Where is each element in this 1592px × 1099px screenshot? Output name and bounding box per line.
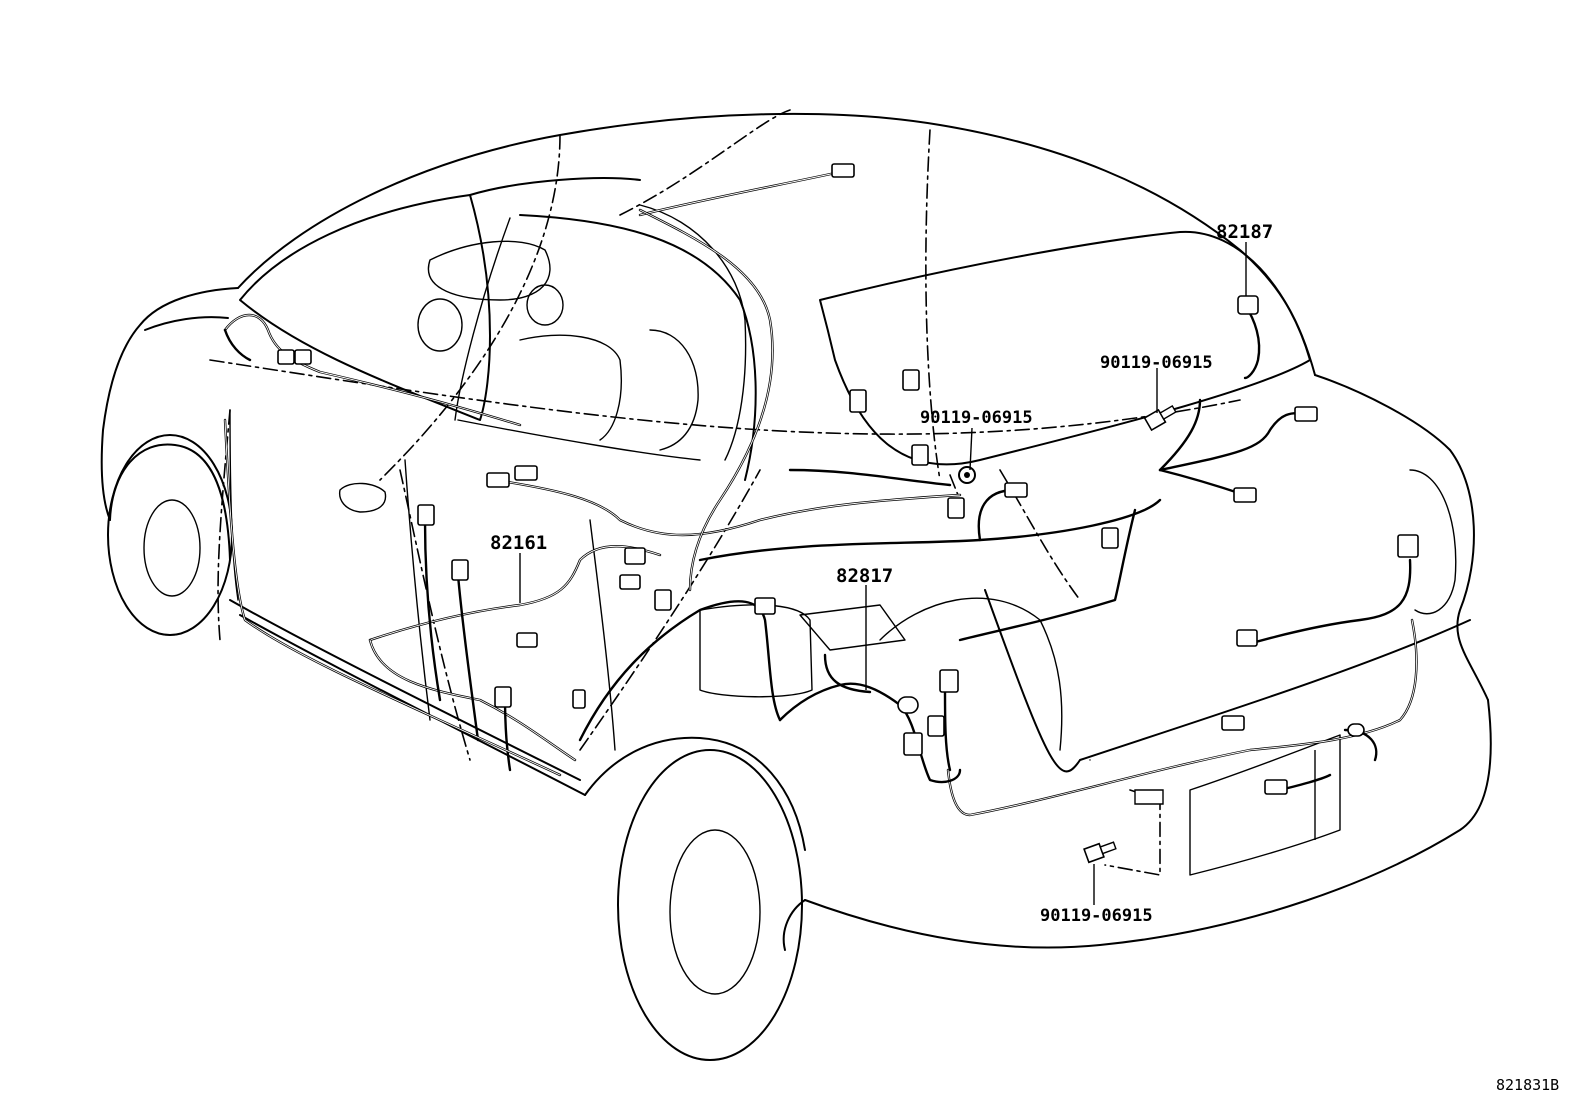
bracket-icon [1134,789,1164,805]
leader-lines [519,242,1316,905]
center-connector-a [486,472,510,488]
rear-connector-a [939,669,959,693]
tail-connector-d [1236,629,1258,647]
floor-connector-d [494,686,512,708]
hatch-connector-c [1004,482,1028,498]
center-connector-b [514,465,538,481]
label-90119-c: 90119-06915 [1040,906,1153,926]
floor-connector-c [516,632,538,648]
rear-connector-b [927,715,945,737]
label-82161: 82161 [490,532,547,554]
roof-connector [831,163,855,178]
tail-connector-a [1294,406,1318,422]
label-90119-a: 90119-06915 [1100,353,1213,373]
tail-connector-c [1397,534,1419,558]
connectors [277,163,1419,795]
hatch-connector-b [911,444,929,466]
label-90119-b: 90119-06915 [920,408,1033,428]
front-connector-b [294,349,312,365]
rear-grommet [897,696,919,714]
wire-harnesses [223,170,1418,817]
callout-labels: 82187 90119-06915 90119-06915 82161 8281… [490,221,1559,1094]
hatch-connector-d [1101,527,1119,549]
bolt-icon [958,466,976,484]
car-body [100,112,1492,1061]
connector-82187 [1237,295,1259,315]
floor-connector-b [451,559,469,581]
hatch-connector-e [947,497,965,519]
pillar-connector [849,389,867,413]
floor-connector-f [619,574,641,590]
bumper-grommet [1347,723,1365,737]
hatch-connector-a [902,369,920,391]
bumper-connector-b [1264,779,1288,795]
bolts [958,405,1177,864]
bolt-icon [1083,841,1117,864]
rear-connector-c [903,732,923,756]
bolt-icon [1143,405,1177,432]
floor-connector-e [624,547,646,565]
label-82817: 82817 [836,565,893,587]
bumper-connector-a [1221,715,1245,731]
front-connector-a [277,349,295,365]
label-82187: 82187 [1216,221,1273,243]
arch-connector-a [654,589,672,611]
floor-connector-a [417,504,435,526]
sill-connector [572,689,586,709]
tail-connector-b [1233,487,1257,503]
arch-connector-b [754,597,776,615]
figure-code: 821831B [1496,1076,1559,1094]
